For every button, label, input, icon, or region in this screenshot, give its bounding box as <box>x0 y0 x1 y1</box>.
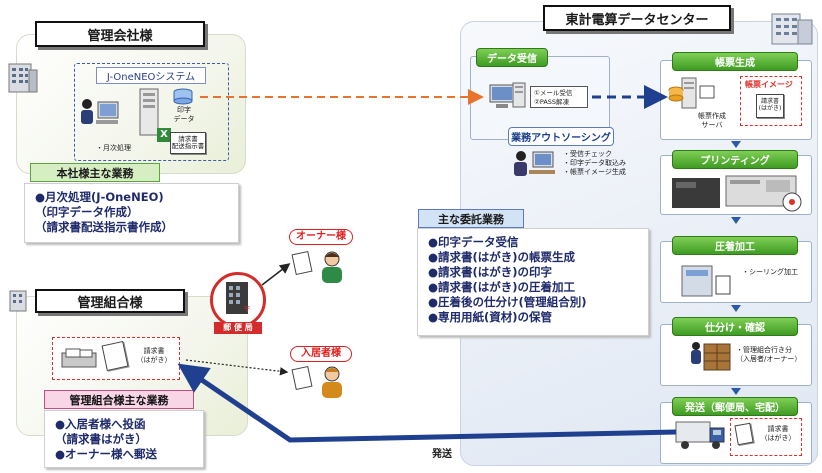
outsourcing-step-3: ・帳票イメージ生成 <box>563 168 626 176</box>
sorting-note: ・管理組合行き分 （入居者/オーナー） <box>736 346 802 363</box>
receive-pc-icon <box>489 84 515 108</box>
head-office-task-1: ●月次処理(J-OneNEO) <box>35 190 164 204</box>
association-task-1: ●入居者様へ投函 <box>55 417 146 431</box>
mail-steps-box: ①メール受信 ②PASS解凍 <box>530 86 588 108</box>
resident-label: 入居者様 <box>290 346 352 362</box>
arrow-to-printing <box>731 141 741 148</box>
form-server-label: 帳票作成 サーバ <box>698 112 726 129</box>
head-office-task-3: （請求書配送指示書作成） <box>35 220 173 234</box>
svg-text:〒: 〒 <box>243 305 251 314</box>
outsourcing-step-1: ・受信チェック <box>563 150 612 158</box>
data-receive-step: データ受信 <box>476 48 548 67</box>
form-server-icon <box>668 77 715 109</box>
outsourcing-operator-icon <box>514 151 555 176</box>
resident-person-icon <box>291 365 342 398</box>
post-to-owner-arrow <box>261 263 291 286</box>
commissioned-task-2: ●請求書(はがき)の帳票生成 <box>428 250 576 264</box>
management-company-title: 管理会社様 <box>35 21 205 47</box>
pc-operator-icon <box>81 99 119 124</box>
form-gen-step: 帳票生成 <box>672 52 798 71</box>
printer-icon <box>672 175 802 212</box>
small-building-icon <box>9 290 27 312</box>
owner-label: オーナー様 <box>289 229 353 245</box>
form-image-label: 帳票イメージ <box>745 80 793 89</box>
management-company-region <box>16 34 246 174</box>
commissioned-task-6: ●専用用紙(資材)の保管 <box>428 310 553 324</box>
association-task-2: （請求書はがき） <box>55 432 147 446</box>
form-image-doc: 請求書 (はがき) <box>756 94 784 118</box>
commissioned-task-3: ●請求書(はがき)の印字 <box>428 265 553 279</box>
system-label: J-OneNEOシステム <box>96 67 206 84</box>
owner-person-icon <box>291 250 342 283</box>
sorting-step: 仕分け・確認 <box>672 317 798 336</box>
association-task-3: ●オーナー様へ郵送 <box>55 447 158 461</box>
head-office-task-2: （印字データ作成） <box>35 205 139 219</box>
ship-label: 発送 <box>432 449 452 460</box>
sorting-shelf-icon <box>691 342 731 371</box>
post-office-label: 郵 便 局 <box>214 322 262 334</box>
shipping-doc-label: 請求書 （はがき） <box>760 425 796 442</box>
arrow-to-pressure <box>731 217 741 224</box>
commissioned-task-list: ●印字データ受信 ●請求書(はがき)の帳票生成 ●請求書(はがき)の印字 ●請求… <box>417 228 649 336</box>
delivery-truck-icon <box>675 421 725 449</box>
pressure-step: 圧着加工 <box>672 236 798 255</box>
building-icon <box>8 63 38 93</box>
datacenter-building-icon <box>771 13 813 45</box>
post-office-building-icon: 〒 <box>226 282 251 314</box>
head-office-task-tag: 本社様主な業務 <box>30 163 160 182</box>
commissioned-task-4: ●請求書(はがき)の圧着加工 <box>428 280 576 294</box>
commissioned-task-1: ●印字データ受信 <box>428 235 519 249</box>
print-data-label: 印字 データ <box>173 106 195 123</box>
head-office-task-list: ●月次処理(J-OneNEO) （印字データ作成） （請求書配送指示書作成） <box>24 183 239 243</box>
shipping-return-line <box>177 363 677 443</box>
association-task-list: ●入居者様へ投函 （請求書はがき） ●オーナー様へ郵送 <box>44 410 204 468</box>
system-box <box>74 63 229 161</box>
post-to-resident-arrow <box>185 359 289 376</box>
mailbox-icon <box>61 348 97 368</box>
outsourcing-step-2: ・印字データ取込み <box>563 159 626 167</box>
commissioned-task-5: ●圧着後の仕分け(管理組合別) <box>428 295 587 309</box>
outsourcing-step-list: ・受信チェック ・印字データ取込み ・帳票イメージ生成 <box>563 150 626 177</box>
database-icon <box>173 88 193 105</box>
arrow-to-sorting <box>731 305 741 312</box>
monthly-process-label: ・月次処理 <box>96 144 131 152</box>
receive-server-icon <box>512 82 526 108</box>
management-association-title: 管理組合様 <box>35 289 185 313</box>
commissioned-task-tag: 主な委託業務 <box>418 209 524 228</box>
server-icon <box>139 88 159 136</box>
printing-step: プリンティング <box>672 150 798 169</box>
datacenter-title: 東計電算データセンター <box>543 5 731 31</box>
sealing-machine-icon <box>681 265 731 297</box>
invoice-delivery-doc: 請求書 配送指示書 <box>170 132 206 154</box>
excel-icon: X <box>157 128 171 142</box>
shipping-step: 発送（郵便局、宅配） <box>672 397 798 416</box>
outsourcing-step: 業務アウトソーシング <box>508 127 614 146</box>
sealing-label: ・シーリング加工 <box>742 268 798 276</box>
association-task-tag: 管理組合様主な業務 <box>44 390 194 409</box>
arrow-to-shipping <box>731 388 741 395</box>
association-invoice-label: 請求書 （はがき） <box>136 347 172 364</box>
